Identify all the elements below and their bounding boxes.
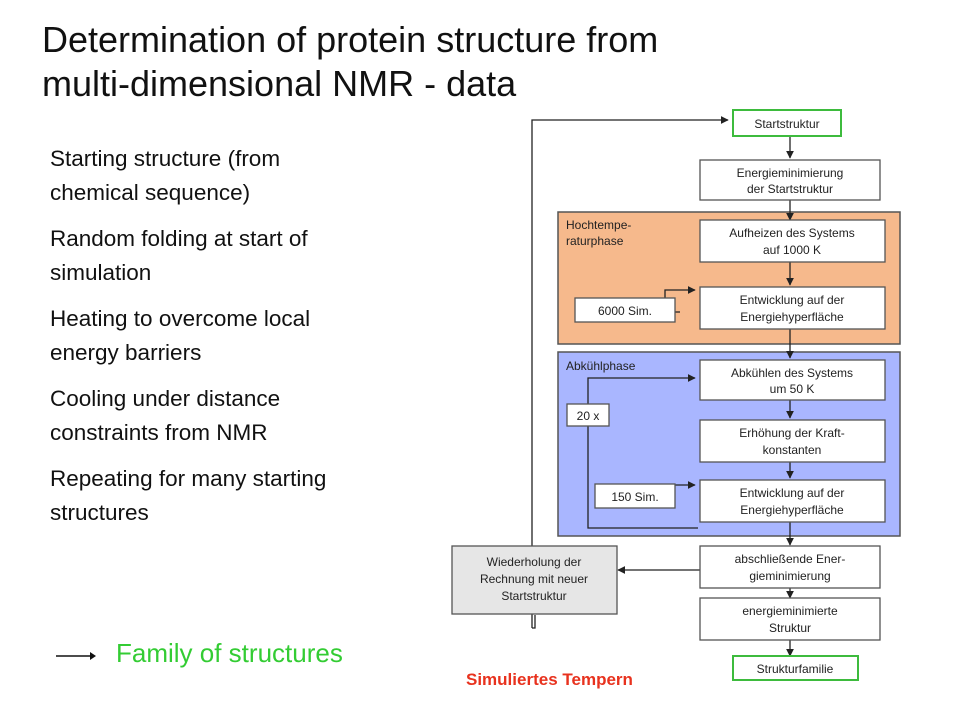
strukturfamilie-box: Strukturfamilie	[732, 655, 859, 681]
bullet-line: Heating to overcome local	[50, 306, 311, 331]
entwicklung-2-box: Entwicklung auf der Energiehyperfläche	[699, 479, 886, 523]
sim150-box: 150 Sim.	[594, 483, 676, 509]
entwicklung-2-line-1: Entwicklung auf der	[740, 486, 845, 500]
energieminimierte-line-1: energieminimierte	[742, 604, 838, 618]
page-title: Determination of protein structure from …	[42, 18, 922, 106]
bullet-line: structures	[50, 500, 149, 525]
entwicklung-1-box: Entwicklung auf der Energiehyperfläche	[699, 286, 886, 330]
x20-label: 20 x	[577, 409, 600, 423]
abkuehlen-box: Abkühlen des Systems um 50 K	[699, 359, 886, 401]
energieminimierung-line-1: Energieminimierung	[737, 166, 844, 180]
bullet-item: Cooling under distance constraints from …	[50, 382, 450, 450]
bullet-line: simulation	[50, 260, 152, 285]
aufheizen-line-1: Aufheizen des Systems	[729, 226, 854, 240]
startstruktur-label: Startstruktur	[754, 117, 819, 131]
strukturfamilie-label: Strukturfamilie	[757, 662, 834, 676]
flowchart-caption: Simuliertes Tempern	[466, 670, 633, 689]
entwicklung-1-line-1: Entwicklung auf der	[740, 293, 845, 307]
sim6000-label: 6000 Sim.	[598, 304, 652, 318]
result-label: Family of structures	[116, 638, 343, 668]
bullet-line: Random folding at start of	[50, 226, 308, 251]
entwicklung-1-line-2: Energiehyperfläche	[740, 310, 844, 324]
energieminimierung-line-2: der Startstruktur	[747, 182, 833, 196]
hochtemp-label-line-1: Hochtempe-	[566, 218, 631, 232]
bullet-item: Repeating for many starting structures	[50, 462, 450, 530]
entwicklung-2-line-2: Energiehyperfläche	[740, 503, 844, 517]
erhoehung-line-2: konstanten	[763, 443, 822, 457]
wiederholung-box: Wiederholung der Rechnung mit neuer Star…	[451, 545, 618, 615]
sim6000-box: 6000 Sim.	[574, 297, 676, 323]
abschliessende-line-1: abschließende Ener-	[735, 552, 846, 566]
bullet-line: Starting structure (from	[50, 146, 281, 171]
bullet-line: constraints from NMR	[50, 420, 268, 445]
title-line-1: Determination of protein structure from	[42, 19, 659, 60]
startstruktur-box: Startstruktur	[732, 109, 842, 137]
sim150-label: 150 Sim.	[611, 490, 658, 504]
bullet-item: Random folding at start of simulation	[50, 222, 450, 290]
x20-box: 20 x	[566, 403, 610, 427]
wiederholung-line-1: Wiederholung der	[487, 555, 582, 569]
abkuehl-label: Abkühlphase	[566, 359, 636, 373]
wiederholung-line-3: Startstruktur	[501, 589, 566, 603]
abschliessende-box: abschließende Ener- gieminimierung	[699, 545, 881, 589]
erhoehung-box: Erhöhung der Kraft- konstanten	[699, 419, 886, 463]
energieminimierte-line-2: Struktur	[769, 621, 811, 635]
bullet-line: energy barriers	[50, 340, 202, 365]
right-arrow-icon	[56, 652, 96, 660]
abkuehlen-line-1: Abkühlen des Systems	[731, 366, 853, 380]
bullet-line: Repeating for many starting	[50, 466, 327, 491]
wiederholung-line-2: Rechnung mit neuer	[480, 572, 588, 586]
bullet-list: Starting structure (from chemical sequen…	[50, 142, 450, 542]
bullet-item: Heating to overcome local energy barrier…	[50, 302, 450, 370]
abschliessende-line-2: gieminimierung	[749, 569, 830, 583]
energieminimierte-box: energieminimierte Struktur	[699, 597, 881, 641]
bullet-item: Starting structure (from chemical sequen…	[50, 142, 450, 210]
bullet-line: chemical sequence)	[50, 180, 251, 205]
energieminimierung-box: Energieminimierung der Startstruktur	[699, 159, 881, 201]
title-line-2: multi-dimensional NMR - data	[42, 63, 517, 104]
hochtemp-label-line-2: raturphase	[566, 234, 624, 248]
abkuehlen-line-2: um 50 K	[770, 382, 815, 396]
aufheizen-box: Aufheizen des Systems auf 1000 K	[699, 219, 886, 263]
bullet-line: Cooling under distance	[50, 386, 281, 411]
erhoehung-line-1: Erhöhung der Kraft-	[739, 426, 844, 440]
aufheizen-line-2: auf 1000 K	[763, 243, 821, 257]
